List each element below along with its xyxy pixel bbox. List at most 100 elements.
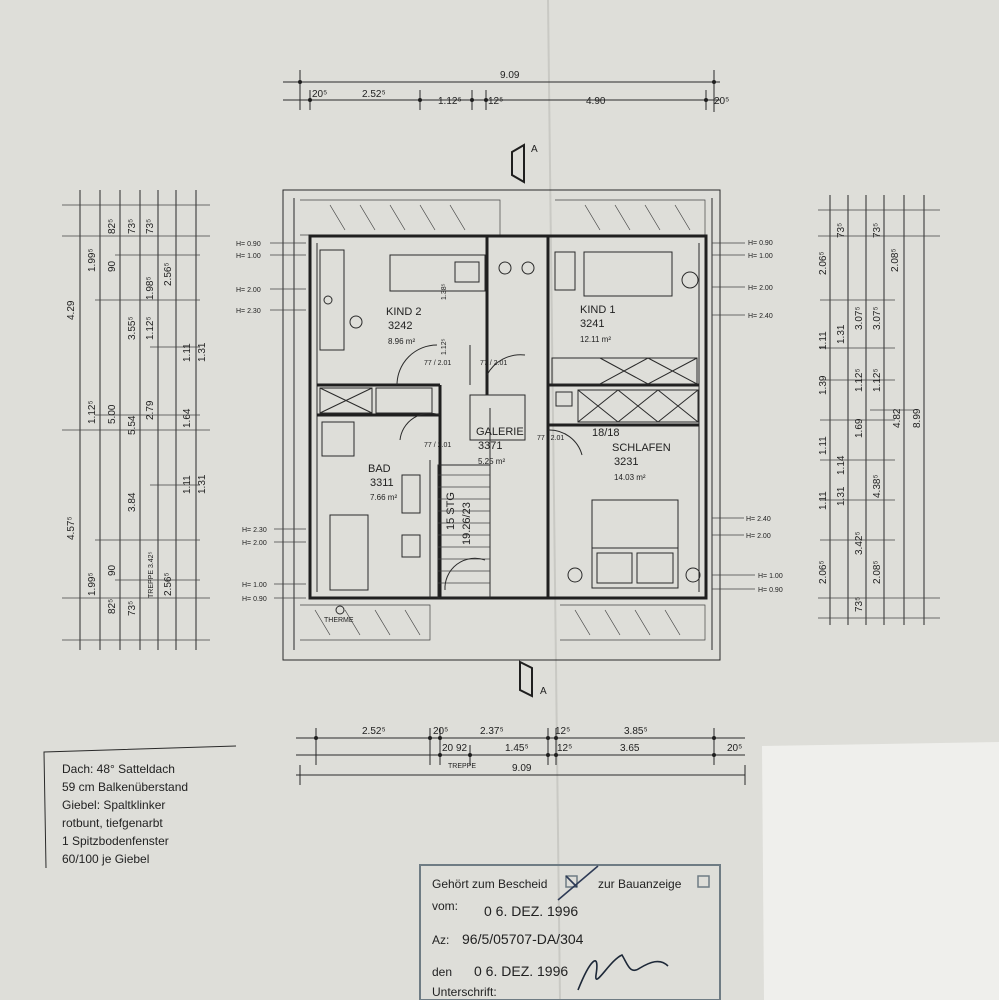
svg-text:H= 1.00: H= 1.00 xyxy=(236,253,261,260)
stamp-vom-label: vom: xyxy=(432,899,458,913)
wardrobe-kind1 xyxy=(551,357,698,385)
top-dim-6: 20⁵ xyxy=(714,96,729,107)
svg-text:3.85⁵: 3.85⁵ xyxy=(624,726,648,737)
building-walls xyxy=(308,234,708,600)
svg-text:1.31: 1.31 xyxy=(836,486,847,506)
svg-text:73⁵: 73⁵ xyxy=(127,601,138,616)
svg-text:2.79: 2.79 xyxy=(145,400,156,420)
svg-text:3.84: 3.84 xyxy=(127,492,138,512)
svg-text:73⁵: 73⁵ xyxy=(127,219,138,234)
svg-text:1.64: 1.64 xyxy=(182,408,193,428)
svg-text:73⁵: 73⁵ xyxy=(145,219,156,234)
svg-text:3.55⁵: 3.55⁵ xyxy=(127,316,138,340)
stamp-unterschrift-label: Unterschrift: xyxy=(432,985,497,999)
svg-text:1.14: 1.14 xyxy=(836,455,847,475)
svg-text:H= 2.40: H= 2.40 xyxy=(748,313,773,320)
svg-text:4.38⁵: 4.38⁵ xyxy=(872,474,883,498)
door-label-4: 77 / 2.01 xyxy=(537,435,564,442)
bed-schlafen xyxy=(567,499,701,589)
room-name-schlafen: SCHLAFEN xyxy=(612,442,671,454)
svg-text:3.65: 3.65 xyxy=(620,743,640,754)
door-label-3: 77 / 2.01 xyxy=(424,442,451,449)
svg-text:12⁵: 12⁵ xyxy=(557,743,572,754)
room-number-schlafen: 3231 xyxy=(614,456,638,468)
window-label-2: 1.38⁵ xyxy=(441,283,448,300)
svg-text:TREPPE: TREPPE xyxy=(448,763,476,770)
svg-text:3.42⁵: 3.42⁵ xyxy=(854,531,865,555)
room-number-kind2: 3242 xyxy=(388,320,412,332)
svg-text:90: 90 xyxy=(107,564,118,576)
stamp-line-bauanzeige: zur Bauanzeige xyxy=(598,877,682,891)
svg-text:H= 1.00: H= 1.00 xyxy=(242,582,267,589)
wardrobe-kind2 xyxy=(319,387,433,414)
svg-text:2.08⁵: 2.08⁵ xyxy=(872,560,883,584)
top-dim-3: 1.12⁵ xyxy=(438,96,462,107)
furniture-kind1 xyxy=(554,251,699,297)
svg-text:1.99⁵: 1.99⁵ xyxy=(87,248,98,272)
door-labels: 77 / 2.01 77 / 2.01 77 / 2.01 77 / 2.01 … xyxy=(424,283,564,449)
room-name-galerie: GALERIE xyxy=(476,426,524,438)
stamp-den-label: den xyxy=(432,965,452,979)
svg-text:9.09: 9.09 xyxy=(512,763,532,774)
svg-text:2.37⁵: 2.37⁵ xyxy=(480,726,504,737)
svg-text:1.98⁵: 1.98⁵ xyxy=(145,276,156,300)
svg-text:12⁵: 12⁵ xyxy=(555,726,570,737)
left-dimension-chains: 4.29 4.57⁵ 1.99⁵ 1.12⁵ 1.99⁵ 90 5.00 90 … xyxy=(62,190,210,650)
overlapping-paper-sheet xyxy=(762,742,999,1000)
svg-text:73⁵: 73⁵ xyxy=(836,223,847,238)
note-line-6: 60/100 je Giebel xyxy=(62,852,149,866)
approval-stamp: Gehört zum Bescheid zur Bauanzeige vom: … xyxy=(419,864,721,1000)
svg-text:H= 2.30: H= 2.30 xyxy=(236,308,261,315)
svg-text:H= 2.30: H= 2.30 xyxy=(242,527,267,534)
svg-text:5.00: 5.00 xyxy=(107,404,118,424)
room-kind1: KIND 1 3241 12.11 m² xyxy=(580,304,615,344)
room-kind2: KIND 2 3242 8.96 m² xyxy=(386,306,421,346)
stamp-checkbox-bauanzeige xyxy=(697,875,710,888)
svg-text:H= 0.90: H= 0.90 xyxy=(748,240,773,247)
svg-text:1.31: 1.31 xyxy=(197,342,208,362)
stamp-checkbox-bescheid xyxy=(565,875,578,888)
svg-text:H= 0.90: H= 0.90 xyxy=(236,241,261,248)
note-line-5: 1 Spitzbodenfenster xyxy=(62,834,169,848)
svg-text:1.11: 1.11 xyxy=(818,491,829,510)
stamp-check-mark xyxy=(557,865,599,901)
svg-text:1.99⁵: 1.99⁵ xyxy=(87,572,98,596)
svg-text:1.12⁵: 1.12⁵ xyxy=(87,400,98,424)
note-line-2: 59 cm Balkenüberstand xyxy=(62,780,188,794)
svg-text:H= 0.90: H= 0.90 xyxy=(242,596,267,603)
room-prefix-schlafen: 18/18 xyxy=(592,427,620,439)
svg-text:1.12⁵: 1.12⁵ xyxy=(145,316,156,340)
bottom-dimension-chains: 2.52⁵ 20⁵ 2.37⁵ 12⁵ 3.85⁵ 20 92 1.45⁵ 12… xyxy=(296,726,746,785)
svg-text:1.39: 1.39 xyxy=(818,375,829,395)
room-area-kind2: 8.96 m² xyxy=(388,337,415,346)
wardrobe-schlafen xyxy=(577,389,699,423)
svg-text:H= 2.00: H= 2.00 xyxy=(746,533,771,540)
door-label-2: 77 / 2.01 xyxy=(480,360,507,367)
svg-text:82⁵: 82⁵ xyxy=(107,219,118,234)
svg-text:2.06⁵: 2.06⁵ xyxy=(818,251,829,275)
room-area-galerie: 5.25 m² xyxy=(478,457,505,466)
svg-text:1.69: 1.69 xyxy=(854,418,865,438)
svg-text:1.11: 1.11 xyxy=(818,436,829,455)
top-dim-5: 4.90 xyxy=(586,96,606,107)
svg-text:20⁵: 20⁵ xyxy=(433,726,448,737)
top-dimension-chain: 9.09 20⁵ 2.52⁵ 1.12⁵ 12⁵ 4.90 20⁵ xyxy=(283,70,729,112)
svg-text:20: 20 xyxy=(442,743,454,754)
signature-mark xyxy=(577,953,669,991)
right-dimension-chains: 2.06⁵ 1.11 1.39 1.11 1.11 2.06⁵ 73⁵ 1.31… xyxy=(818,195,940,625)
svg-text:H= 2.00: H= 2.00 xyxy=(242,540,267,547)
svg-text:H= 1.00: H= 1.00 xyxy=(758,573,783,580)
svg-text:92: 92 xyxy=(456,743,468,754)
room-bad: BAD 3311 7.66 m² xyxy=(368,463,397,502)
therme-label: THERME xyxy=(324,617,354,624)
svg-text:1.45⁵: 1.45⁵ xyxy=(505,743,529,754)
svg-text:H= 2.00: H= 2.00 xyxy=(748,285,773,292)
svg-text:H= 1.00: H= 1.00 xyxy=(748,253,773,260)
svg-text:4.82: 4.82 xyxy=(892,408,903,428)
room-number-bad: 3311 xyxy=(370,477,394,489)
height-markers-left: H= 0.90 H= 1.00 H= 2.00 H= 2.30 H= 2.30 … xyxy=(236,241,306,603)
room-name-bad: BAD xyxy=(368,463,391,475)
room-name-kind1: KIND 1 xyxy=(580,304,615,316)
svg-text:90: 90 xyxy=(107,260,118,272)
svg-text:2.56⁵: 2.56⁵ xyxy=(163,262,174,286)
